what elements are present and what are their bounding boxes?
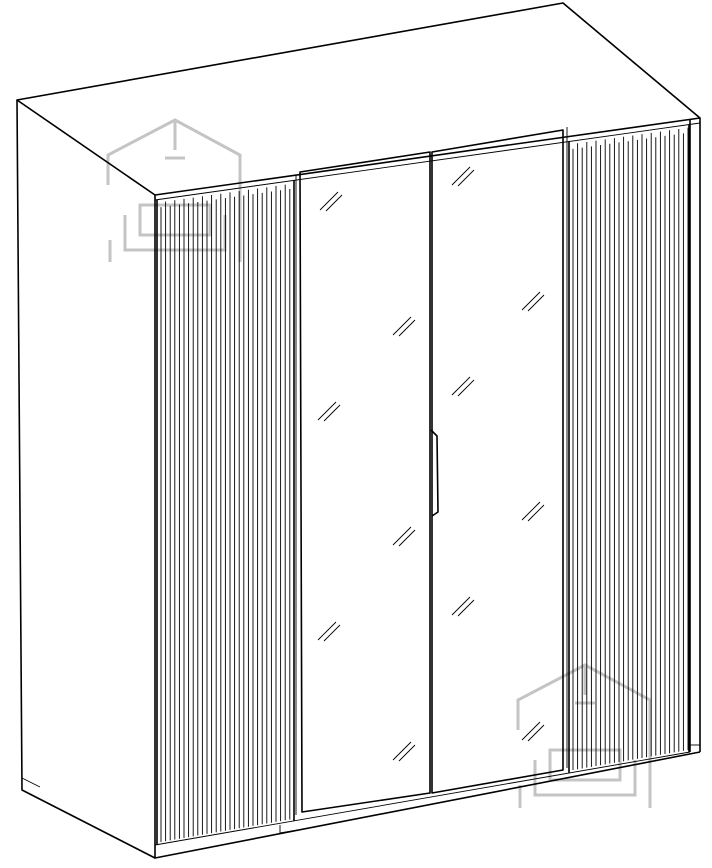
glint-mark [451,596,471,616]
mirror-door-right[interactable] [431,127,568,794]
glint-mark [317,621,337,641]
mirror-reflection-marks [317,166,545,762]
glint-mark [392,741,412,761]
glint-mark [457,169,475,187]
watermark-logo-bottom-right [516,663,652,808]
glint-mark [527,724,545,742]
door-handle[interactable] [430,429,439,517]
glint-mark [325,194,343,212]
glint-mark [521,501,541,521]
glint-mark [398,319,416,337]
mirror-door-left[interactable] [295,151,431,815]
glint-mark [521,291,541,311]
glint-mark [457,379,475,397]
glint-mark [398,529,416,547]
glint-mark [392,316,412,336]
glint-mark [527,294,545,312]
wardrobe-carcass [16,2,701,859]
glint-mark [323,404,341,422]
glint-mark [319,191,339,211]
glint-mark [392,526,412,546]
glint-mark [521,721,541,741]
glint-mark [457,599,475,617]
glint-mark [323,624,341,642]
glint-mark [317,401,337,421]
glint-mark [398,744,416,762]
glint-mark [451,166,471,186]
glint-mark [527,504,545,522]
glint-mark [451,376,471,396]
fluted-panels [156,124,690,845]
